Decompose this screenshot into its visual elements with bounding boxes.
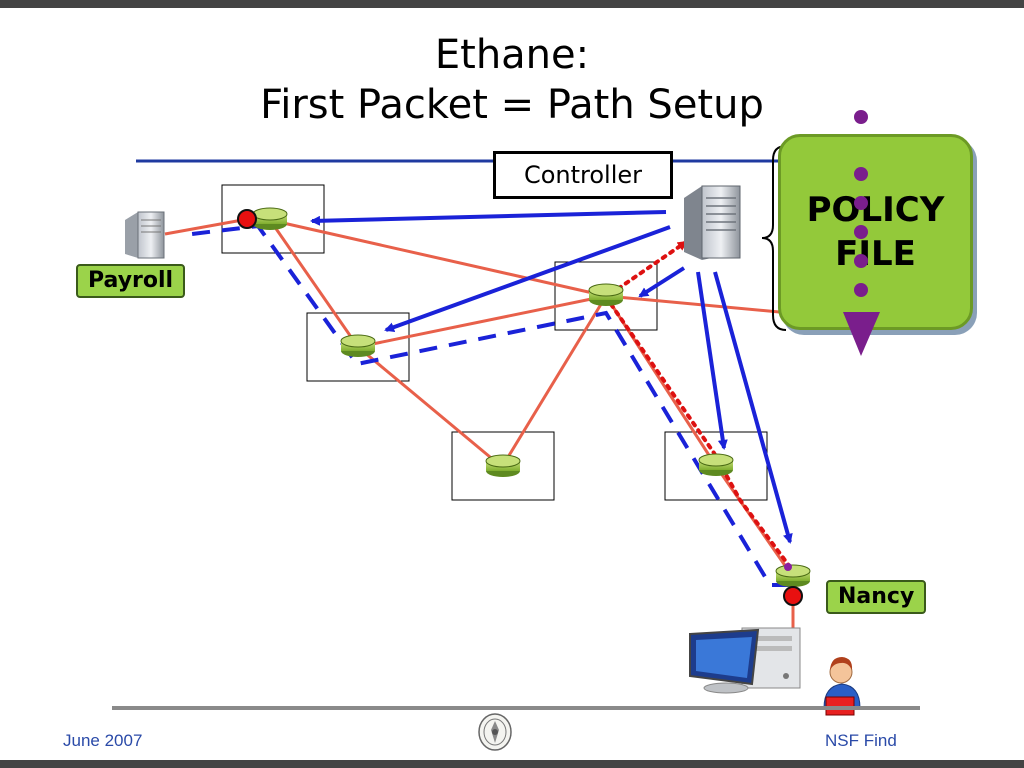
footer-date: June 2007 [63,731,143,750]
switch-icon-1 [252,207,288,230]
first-packet-path [603,240,792,569]
policy-brace [761,145,787,331]
desktop-computer-icon [689,627,801,694]
payroll-label: Payroll [76,264,186,298]
title-line-1: Ethane: [434,32,590,78]
slide-title: Ethane: First Packet = Path Setup [0,30,1024,130]
switch-icon-6 [775,564,811,587]
payroll-server-icon [125,211,165,259]
switch-icon-2 [340,334,376,357]
policy-label-line-2: FILE [835,234,916,274]
physical-links [164,217,795,632]
bottom-band [0,760,1024,768]
nancy-label: Nancy [826,580,927,614]
title-line-2: First Packet = Path Setup [260,82,764,128]
top-band [0,0,1024,8]
policy-label-line-1: POLICY [806,190,945,230]
switch-icon-3 [588,283,624,306]
footer-rule [112,706,920,710]
switch-icon-5 [698,453,734,476]
flow-path-dashed [191,223,790,587]
nancy-port-dot [783,586,803,606]
payroll-port-dot [237,209,257,229]
controller-server-icon [684,185,741,260]
person-icon [823,657,861,716]
university-seal-icon [478,713,512,751]
control-arrows [310,210,793,544]
controller-label: Controller [493,151,673,199]
purple-marker-small [784,563,792,571]
switch-icon-4 [485,454,521,477]
footer-event: NSF Find [825,731,897,750]
policy-file-box: POLICY FILE [778,134,973,330]
